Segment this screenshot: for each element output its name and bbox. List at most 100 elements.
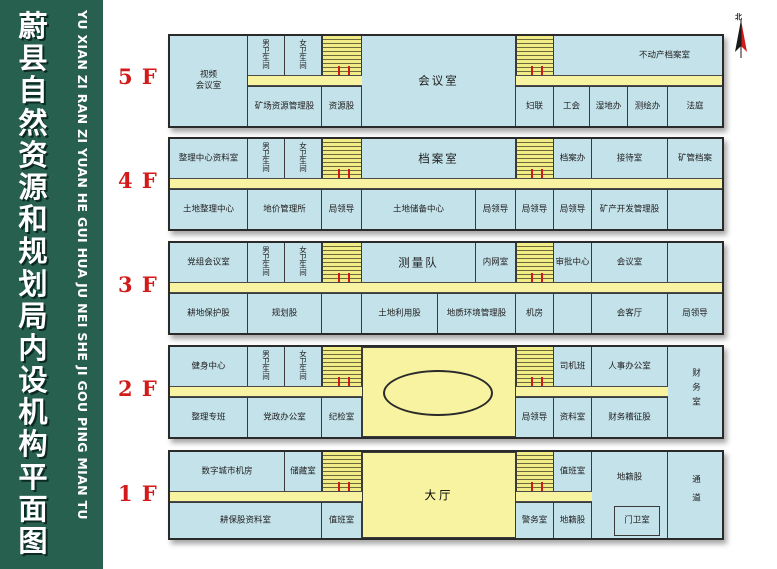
room-label: 人事办公室 <box>608 361 651 371</box>
room-arable-data: 耕保股资料室 <box>170 502 322 538</box>
room-gym: 健身中心 <box>170 347 248 387</box>
title-char: 内 <box>18 330 48 365</box>
room-label: 整理中心资料室 <box>178 153 239 163</box>
title-char: 局 <box>18 298 48 333</box>
room-duty: 值班室 <box>322 502 362 538</box>
room-party-meeting: 党组会议室 <box>170 243 248 283</box>
title-char: 蔚 <box>18 9 48 43</box>
room-geo-env: 地质环境管理股 <box>438 293 516 333</box>
floor-3f: 党组会议室 男卫生间 女卫生间 测量队 内网室 审批中心 会议室 耕地保护股 规… <box>168 241 724 335</box>
corridor <box>170 386 362 397</box>
room-data: 资料室 <box>554 397 592 437</box>
floor-label-1f: 1 F <box>118 481 158 506</box>
room-label: 局领导 <box>328 204 355 214</box>
title-char: 源 <box>18 169 48 204</box>
room-label: 值班室 <box>559 466 586 476</box>
room-label: 会议室 <box>616 257 643 267</box>
room-label: 机房 <box>525 308 543 318</box>
room-guest: 会客厅 <box>592 293 668 333</box>
room-label: 地质环境管理股 <box>446 308 507 318</box>
room-label: 妇联 <box>525 101 543 111</box>
title-char: 图 <box>18 524 48 558</box>
room-label: 门卫室 <box>624 515 650 526</box>
room-party-office: 党政办公室 <box>248 397 322 437</box>
room-label: 男卫生间 <box>261 245 271 276</box>
room-storage: 储藏室 <box>285 452 322 492</box>
title-char: 平 <box>18 459 48 494</box>
room-label: 党政办公室 <box>263 412 306 422</box>
room-meeting: 会议室 <box>362 36 516 126</box>
stairwell <box>322 347 362 387</box>
floor-5f: 视频 会议室 男卫生间 女卫生间 矿场资源管理股 资源股 会议室 不动产档案室 … <box>168 34 724 128</box>
room-label: 矿场资源管理股 <box>254 101 315 111</box>
room-label: 健身中心 <box>191 361 226 371</box>
corridor <box>248 75 362 86</box>
room-empty <box>668 189 722 229</box>
room-label: 通道 <box>690 474 701 512</box>
room-finance: 财务室 <box>668 347 722 437</box>
title-char: 自 <box>18 73 48 108</box>
room-intranet: 内网室 <box>476 243 516 283</box>
atrium <box>362 347 516 437</box>
title-char: 资 <box>18 137 48 172</box>
title-char: 然 <box>18 105 48 140</box>
floor-label-3f: 3 F <box>118 272 158 297</box>
room-cadastre: 地籍股 门卫室 <box>592 452 668 538</box>
room-label: 档案室 <box>418 151 459 165</box>
room-empty <box>554 293 592 333</box>
room-price-mgmt: 地价管理所 <box>248 189 322 229</box>
room-hr-office: 人事办公室 <box>592 347 668 387</box>
room-survey-team: 测量队 <box>362 243 476 283</box>
title-char: 设 <box>18 363 48 398</box>
room-label: 视频 会议室 <box>195 70 222 91</box>
room-male-wc: 男卫生间 <box>248 36 285 76</box>
room-leader: 局领导 <box>516 397 554 437</box>
room-label: 地籍股 <box>616 472 643 483</box>
floor-label-5f: 5 F <box>118 64 158 89</box>
room-label: 工会 <box>562 101 580 111</box>
room-male-wc: 男卫生间 <box>248 347 285 387</box>
room-label: 党组会议室 <box>187 257 230 267</box>
room-label: 矿管档案 <box>677 153 712 163</box>
stairwell <box>322 243 362 283</box>
title-char: 面 <box>18 491 48 526</box>
title-char: 规 <box>18 234 48 269</box>
room-label: 财务稽征股 <box>608 412 651 422</box>
room-label: 耕保股资料室 <box>219 515 271 525</box>
room-driver: 司机班 <box>554 347 592 387</box>
room-label: 测量队 <box>398 255 439 269</box>
room-resource: 资源股 <box>322 86 362 126</box>
room-police: 警务室 <box>516 502 554 538</box>
stairwell <box>516 139 554 179</box>
room-archive-office: 档案办 <box>554 139 592 179</box>
floor-label-2f: 2 F <box>118 376 158 401</box>
room-label: 司机班 <box>559 361 586 371</box>
room-label: 局领导 <box>559 204 586 214</box>
room-label: 会客厅 <box>616 308 643 318</box>
room-label: 整理专班 <box>191 412 226 422</box>
gate-room: 门卫室 <box>614 506 660 536</box>
room-label: 档案办 <box>559 153 586 163</box>
stairwell <box>322 36 362 76</box>
room-label: 局领导 <box>521 412 548 422</box>
room-empty <box>668 243 722 283</box>
room-mine-mgmt: 矿场资源管理股 <box>248 86 322 126</box>
room-male-wc: 男卫生间 <box>248 243 285 283</box>
room-label: 规划股 <box>271 308 298 318</box>
room-duty: 值班室 <box>554 452 592 492</box>
room-reception: 接待室 <box>592 139 668 179</box>
room-archives: 档案室 <box>362 139 516 179</box>
stairwell <box>516 243 554 283</box>
room-women: 妇联 <box>516 86 554 126</box>
corridor <box>170 178 722 189</box>
room-label: 测绘办 <box>634 101 661 111</box>
room-mine-dev: 矿产开发管理股 <box>592 189 668 229</box>
chinese-title: 蔚 县 自 然 资 源 和 规 划 局 内 设 机 构平面图 <box>8 10 58 557</box>
room-label: 男卫生间 <box>261 349 271 380</box>
north-arrow-icon <box>735 20 747 58</box>
room-mine-archive: 矿管档案 <box>668 139 722 179</box>
room-male-wc: 男卫生间 <box>248 139 285 179</box>
atrium-void <box>383 370 493 416</box>
room-server: 机房 <box>516 293 554 333</box>
room-wetland: 湿地办 <box>590 86 628 126</box>
